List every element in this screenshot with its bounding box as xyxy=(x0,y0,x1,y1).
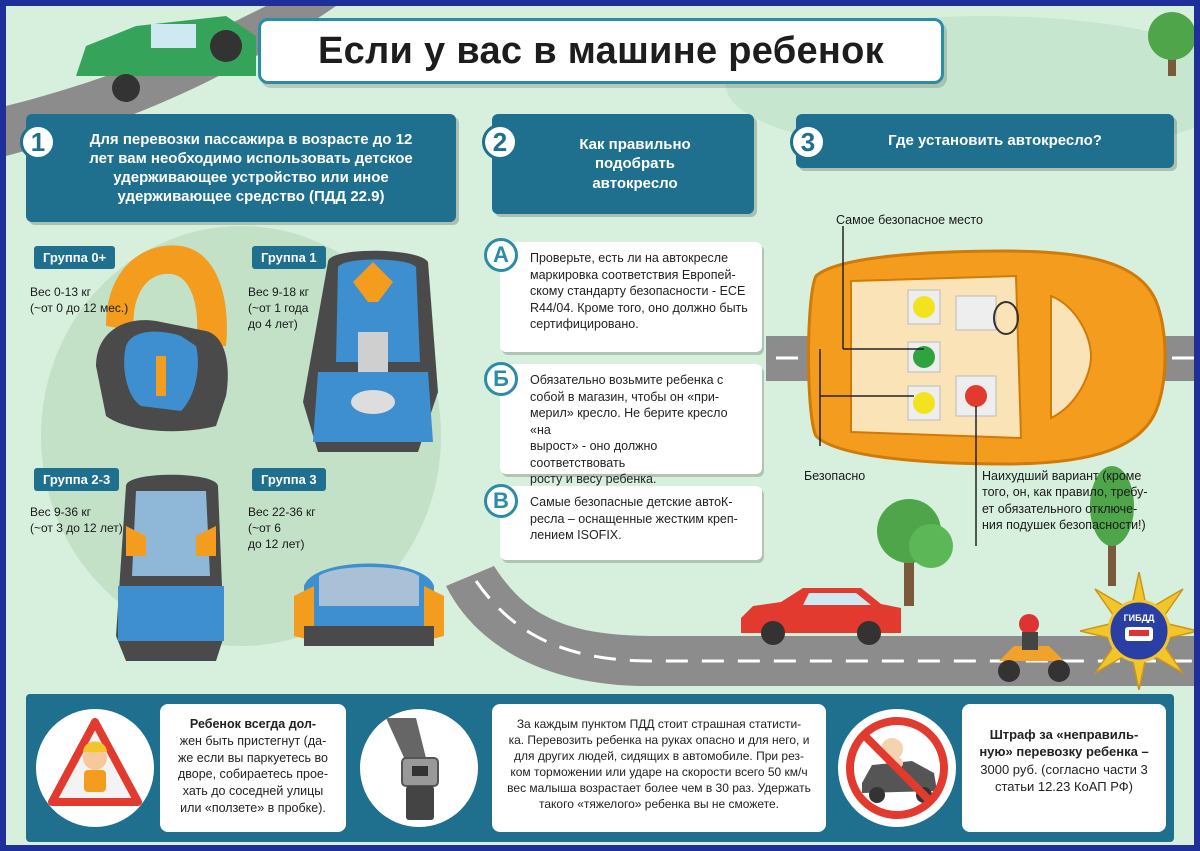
fine-info-card: Штраф за «неправиль- ную» перевозку ребе… xyxy=(962,704,1166,832)
group-1-line: Вес 9-18 кг xyxy=(248,285,309,299)
car-top-view-diagram xyxy=(807,226,1167,546)
stats-line: ка. Перевозить ребенка на руках опасно и… xyxy=(508,733,810,748)
group-3-line: до 12 лет) xyxy=(248,537,305,552)
group-0-line: Вес 0-13 кг xyxy=(30,285,91,299)
tip-v-line: Самые безопасные детские автоК- xyxy=(530,495,733,509)
group-3-line: (~от 6 xyxy=(248,521,281,536)
section-1-line: удерживающее устройство или иное xyxy=(113,169,389,186)
tip-b-line: вырост» - оно должно соответствовать xyxy=(530,439,658,470)
emblem-text: ГИБДД xyxy=(1124,613,1155,623)
group-3-desc: Вес 22-36 кг (~от 6 до 12 лет) xyxy=(248,504,316,553)
group-0-tag: Группа 0+ xyxy=(34,246,116,269)
belt-line: Ребенок всегда дол- xyxy=(189,717,317,731)
belt-line: же если вы паркуетесь во xyxy=(178,750,328,765)
group-3-tag: Группа 3 xyxy=(252,468,326,491)
belt-line: жен быть пристегнут (да- xyxy=(179,733,327,748)
group-1-desc: Вес 9-18 кг (~от 1 года до 4 лет) xyxy=(248,284,309,333)
group-0-desc: Вес 0-13 кг (~от 0 до 12 мес.) xyxy=(30,284,128,316)
label-safe-seat: Безопасно xyxy=(804,469,866,483)
group-1-line: до 4 лет) xyxy=(248,317,298,332)
tree-icon xyxy=(877,499,953,606)
fine-line: Штраф за «неправиль- xyxy=(989,727,1139,742)
worst-line: Наихудший вариант (кроме xyxy=(982,469,1142,483)
fine-line: 3000 руб. (согласно части 3 xyxy=(980,761,1148,777)
label-safest-seat: Самое безопасное место xyxy=(836,213,983,227)
worst-line: ния подушек безопасности!) xyxy=(982,517,1146,532)
tip-card-b: Обязательно возьмите ребенка с собой в м… xyxy=(500,364,762,486)
tip-card-v: Самые безопасные детские автоК- ресла – … xyxy=(500,486,762,560)
tip-a-line: R44/04. Кроме того, оно должно быть xyxy=(530,300,748,315)
car-icon xyxy=(741,588,901,645)
group-2-3-line: Вес 9-36 кг xyxy=(30,505,91,519)
section-2-line: подобрать xyxy=(594,155,676,173)
scooter-icon xyxy=(998,614,1070,682)
belt-info-card: Ребенок всегда дол- жен быть пристегнут … xyxy=(160,704,346,832)
label-worst-seat: Наихудший вариант (кроме того, он, как п… xyxy=(982,468,1148,533)
tip-b-line: собой в магазин, чтобы он «при- xyxy=(530,389,720,404)
tip-a-line: маркировка соответствия Европей- xyxy=(530,267,736,282)
tip-b-line: Обязательно возьмите ребенка с xyxy=(530,373,724,387)
tip-a-line: Проверьте, есть ли на автокресле xyxy=(530,251,729,265)
fine-line: ную» перевозку ребенка – xyxy=(979,744,1149,760)
fine-line: статьи 12.23 КоАП РФ) xyxy=(994,779,1134,795)
tree-icon xyxy=(1148,12,1194,76)
page-title: Если у вас в машине ребенок xyxy=(318,29,884,72)
stats-line: вес малыша возрастает более чем в 30 раз… xyxy=(507,781,811,796)
section-3-banner: Где установить автокресло? xyxy=(796,114,1174,168)
group-2-3-line: (~от 3 до 12 лет) xyxy=(30,521,123,536)
tip-b-letter: Б xyxy=(484,362,518,396)
worst-line: того, он, как правило, требу- xyxy=(982,485,1148,500)
group-2-3-tag: Группа 2-3 xyxy=(34,468,120,491)
stats-line: для других людей, сидящих в автомобиле. … xyxy=(514,749,804,764)
tip-v-letter: В xyxy=(484,484,518,518)
tip-b-line: мерил» кресло. Не берите кресло «на xyxy=(530,406,728,437)
section-2-number: 2 xyxy=(482,124,518,160)
tip-b-line: росту и весу ребенка. xyxy=(530,472,657,486)
section-1-line: удерживающее средство (ПДД 22.9) xyxy=(117,188,385,206)
section-3-text: Где установить автокресло? xyxy=(888,132,1102,150)
section-2-text: Как правильно подобрать автокресло xyxy=(579,135,690,193)
belt-line: или «ползете» в пробке). xyxy=(180,800,326,815)
tip-card-a: Проверьте, есть ли на автокресле маркиро… xyxy=(500,242,762,352)
tip-v-line: лением ISOFIX. xyxy=(530,528,622,542)
tree-icon xyxy=(1090,466,1134,586)
gibdd-emblem-logo: ГИБДД xyxy=(1080,572,1194,690)
car-icon xyxy=(76,16,256,102)
worst-line: ет обязательного отключе- xyxy=(982,501,1138,516)
statistics-info-card: За каждым пунктом ПДД стоит страшная ста… xyxy=(492,704,826,832)
section-1-banner: Для перевозки пассажира в возрасте до 12… xyxy=(26,114,456,222)
tip-a-line: скому стандарту безопасности - ECE xyxy=(530,284,746,298)
section-1-number: 1 xyxy=(20,124,56,160)
title-box: Если у вас в машине ребенок xyxy=(258,18,944,84)
section-1-line: лет вам необходимо использовать детское xyxy=(89,149,413,167)
booster-seat-group3-icon xyxy=(294,563,444,646)
car-seat-group23-icon xyxy=(116,474,224,661)
section-3-number: 3 xyxy=(790,124,826,160)
tip-v-line: ресла – оснащенные жестким креп- xyxy=(530,511,738,526)
stats-line: ком торможении или ударе на скорости все… xyxy=(510,765,808,780)
seatbelt-buckle-icon xyxy=(386,718,439,820)
no-child-on-lap-icon xyxy=(846,717,948,819)
tip-a-line: сертифицировано. xyxy=(530,317,639,331)
group-1-tag: Группа 1 xyxy=(252,246,326,269)
section-1-line: Для перевозки пассажира в возрасте до 12 xyxy=(89,130,413,148)
car-seat-group0-icon xyxy=(96,245,228,432)
section-1-text: Для перевозки пассажира в возрасте до 12… xyxy=(66,130,436,207)
stats-line: За каждым пунктом ПДД стоит страшная ста… xyxy=(516,717,802,731)
section-2-banner: Как правильно подобрать автокресло xyxy=(492,114,754,214)
group-2-3-desc: Вес 9-36 кг (~от 3 до 12 лет) xyxy=(30,504,123,536)
belt-line: дворе, собираетесь прое- xyxy=(177,767,329,782)
belt-line: хать до соседней улицы xyxy=(182,784,324,798)
section-2-line: автокресло xyxy=(592,174,678,192)
group-3-line: Вес 22-36 кг xyxy=(248,505,316,519)
tip-a-letter: А xyxy=(484,238,518,272)
child-in-car-sign-icon xyxy=(48,718,142,806)
group-1-line: (~от 1 года xyxy=(248,301,309,316)
section-2-line: Как правильно xyxy=(579,136,691,154)
car-seat-group1-icon xyxy=(303,250,438,452)
group-0-line: (~от 0 до 12 мес.) xyxy=(30,301,129,316)
stats-line: такого «тяжелого» ребенка вы не сможете. xyxy=(539,797,779,812)
